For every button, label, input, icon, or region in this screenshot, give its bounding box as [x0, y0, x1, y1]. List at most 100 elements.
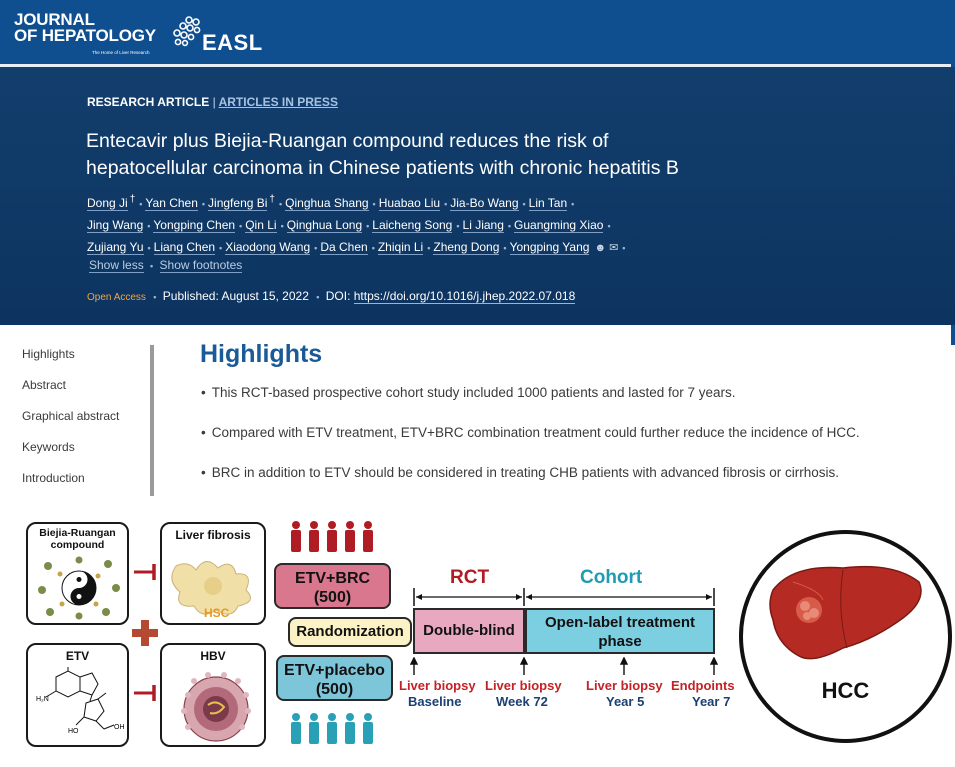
author-link[interactable]: Jia-Bo Wang	[450, 196, 519, 211]
author-separator-dot: •	[456, 221, 460, 231]
article-title: Entecavir plus Biejia-Ruangan compound r…	[86, 130, 679, 179]
author-separator-dot: •	[427, 243, 431, 253]
author-link[interactable]: Jingfeng Bi	[208, 196, 268, 211]
author-link[interactable]: Zujiang Yu	[87, 240, 144, 255]
highlight-item: BRC in addition to ETV should be conside…	[201, 464, 921, 504]
easl-logo-text: EASL	[202, 30, 263, 55]
timeline-time-year7: Year 7	[692, 694, 731, 709]
author-separator-dot: •	[622, 243, 626, 253]
article-outline-nav: Highlights Abstract Graphical abstract K…	[22, 343, 152, 498]
author-footnote-mark[interactable]: †	[129, 194, 136, 205]
author-link[interactable]: Qinghua Shang	[285, 196, 369, 211]
etv-placebo-arm-label: ETV+placebo	[284, 662, 385, 679]
breadcrumb-separator: |	[212, 95, 216, 109]
brc-label-line2: compound	[50, 539, 105, 551]
article-type: RESEARCH ARTICLE	[87, 95, 210, 109]
author-link[interactable]: Laicheng Song	[372, 218, 453, 233]
author-separator-dot: •	[507, 221, 512, 231]
svg-text:OH: OH	[114, 724, 124, 731]
easl-dots-icon	[173, 16, 201, 47]
journal-logo[interactable]: JOURNAL OF HEPATOLOGY The Home of Liver …	[14, 11, 156, 61]
author-link[interactable]: Zheng Dong	[433, 240, 500, 255]
inhibit-arrow-bottom-icon	[134, 685, 156, 701]
author-separator-dot: •	[239, 221, 243, 231]
pubinfo-dot: •	[153, 292, 157, 302]
placebo-group-people-icon	[291, 713, 373, 744]
etv-placebo-arm: ETV+placebo (500)	[276, 655, 393, 701]
articles-in-press-link[interactable]: ARTICLES IN PRESS	[218, 95, 338, 109]
hcc-outcome-circle: HCC	[739, 530, 952, 743]
timeline-time-year5: Year 5	[606, 694, 645, 709]
header-divider	[0, 64, 955, 67]
author-footnote-mark[interactable]: †	[269, 194, 275, 205]
author-link[interactable]: Guangming Xiao	[514, 218, 604, 233]
nav-item-graphical-abstract[interactable]: Graphical abstract	[22, 409, 120, 423]
pubinfo-dot: •	[316, 292, 320, 302]
author-link[interactable]: Jing Wang	[87, 218, 144, 233]
author-link[interactable]: Yongping Yang	[509, 240, 590, 255]
journal-tagline: The Home of Liver Research	[92, 50, 150, 55]
timeline-event-week72: Liver biopsy	[485, 678, 562, 693]
author-separator-dot: •	[147, 243, 151, 253]
author-link[interactable]: Huabao Liu	[378, 196, 441, 211]
author-link[interactable]: Da Chen	[320, 240, 368, 255]
etv-placebo-arm-count: (500)	[315, 681, 354, 698]
nav-item-keywords[interactable]: Keywords	[22, 440, 75, 454]
rct-label: RCT	[450, 567, 490, 588]
show-less-link[interactable]: Show less	[89, 258, 144, 273]
author-separator-dot: •	[201, 199, 206, 209]
randomization-box: Randomization	[288, 617, 412, 647]
etv-label: ETV	[65, 649, 90, 663]
open-label-line2: phase	[598, 633, 642, 650]
author-link[interactable]: Yan Chen	[145, 196, 198, 211]
author-link[interactable]: Qin Li	[245, 218, 277, 233]
timeline-event-year5: Liver biopsy	[586, 678, 663, 693]
nav-scroll-indicator[interactable]	[150, 345, 154, 496]
author-link[interactable]: Yongping Chen	[153, 218, 236, 233]
author-link[interactable]: Li Jiang	[462, 218, 504, 233]
article-breadcrumb: RESEARCH ARTICLE | ARTICLES IN PRESS	[87, 95, 338, 109]
toggle-dot: •	[150, 261, 154, 271]
author-toggles: Show less • Show footnotes	[89, 258, 243, 273]
etv-brc-arm-label: ETV+BRC	[294, 570, 371, 587]
doi-label: DOI:	[325, 289, 351, 303]
timeline-event-baseline: Liver biopsy	[399, 678, 476, 693]
author-link[interactable]: Qinghua Long	[286, 218, 363, 233]
author-link[interactable]: Dong Ji	[87, 196, 128, 211]
double-blind-phase: Double-blind	[413, 608, 525, 654]
etv-brc-arm-count: (500)	[313, 589, 352, 606]
author-link[interactable]: Zhiqin Li	[377, 240, 424, 255]
timeline-time-week72: Week 72	[496, 694, 548, 709]
author-link[interactable]: Xiaodong Wang	[225, 240, 311, 255]
author-separator-dot: •	[571, 199, 575, 209]
brc-compound-label: Biejia-Ruangan compound	[28, 527, 127, 551]
author-link[interactable]: Lin Tan	[528, 196, 568, 211]
cohort-label: Cohort	[580, 567, 643, 588]
highlight-item: This RCT-based prospective cohort study …	[201, 384, 921, 424]
author-separator-dot: •	[372, 199, 376, 209]
author-link[interactable]: Liang Chen	[153, 240, 216, 255]
open-label-phase: Open-label treatment phase	[525, 608, 715, 654]
doi-link[interactable]: https://doi.org/10.1016/j.jhep.2022.07.0…	[353, 289, 576, 304]
nav-item-abstract[interactable]: Abstract	[22, 378, 67, 392]
author-separator-dot: •	[366, 221, 370, 231]
hbv-virus-box: HBV	[160, 643, 266, 747]
corresponding-author-icons[interactable]: ☻ ✉	[594, 242, 618, 254]
author-separator-dot: •	[503, 243, 507, 253]
phase-span-arrows-icon	[413, 588, 715, 606]
hcc-label: HCC	[821, 678, 870, 703]
liver-fibrosis-box: Liver fibrosis HSC	[160, 522, 266, 625]
liver-tumor-icon	[769, 565, 922, 660]
show-footnotes-link[interactable]: Show footnotes	[159, 258, 243, 273]
nav-item-introduction[interactable]: Introduction	[22, 471, 85, 485]
etv-brc-arm: ETV+BRC (500)	[274, 563, 391, 609]
open-access-badge: Open Access	[87, 292, 146, 303]
open-label-line1: Open-label treatment	[544, 614, 696, 631]
article-header: RESEARCH ARTICLE | ARTICLES IN PRESS Ent…	[0, 67, 955, 325]
svg-text:H₂N: H₂N	[36, 696, 49, 703]
etv-molecule-box: ETV H₂N HO OH	[26, 643, 129, 747]
timeline-event-year7: Endpoints	[671, 678, 735, 693]
liver-fibrosis-label: Liver fibrosis	[175, 528, 251, 542]
journal-logo-line2: OF HEPATOLOGY	[14, 26, 156, 45]
nav-item-highlights[interactable]: Highlights	[22, 347, 75, 361]
